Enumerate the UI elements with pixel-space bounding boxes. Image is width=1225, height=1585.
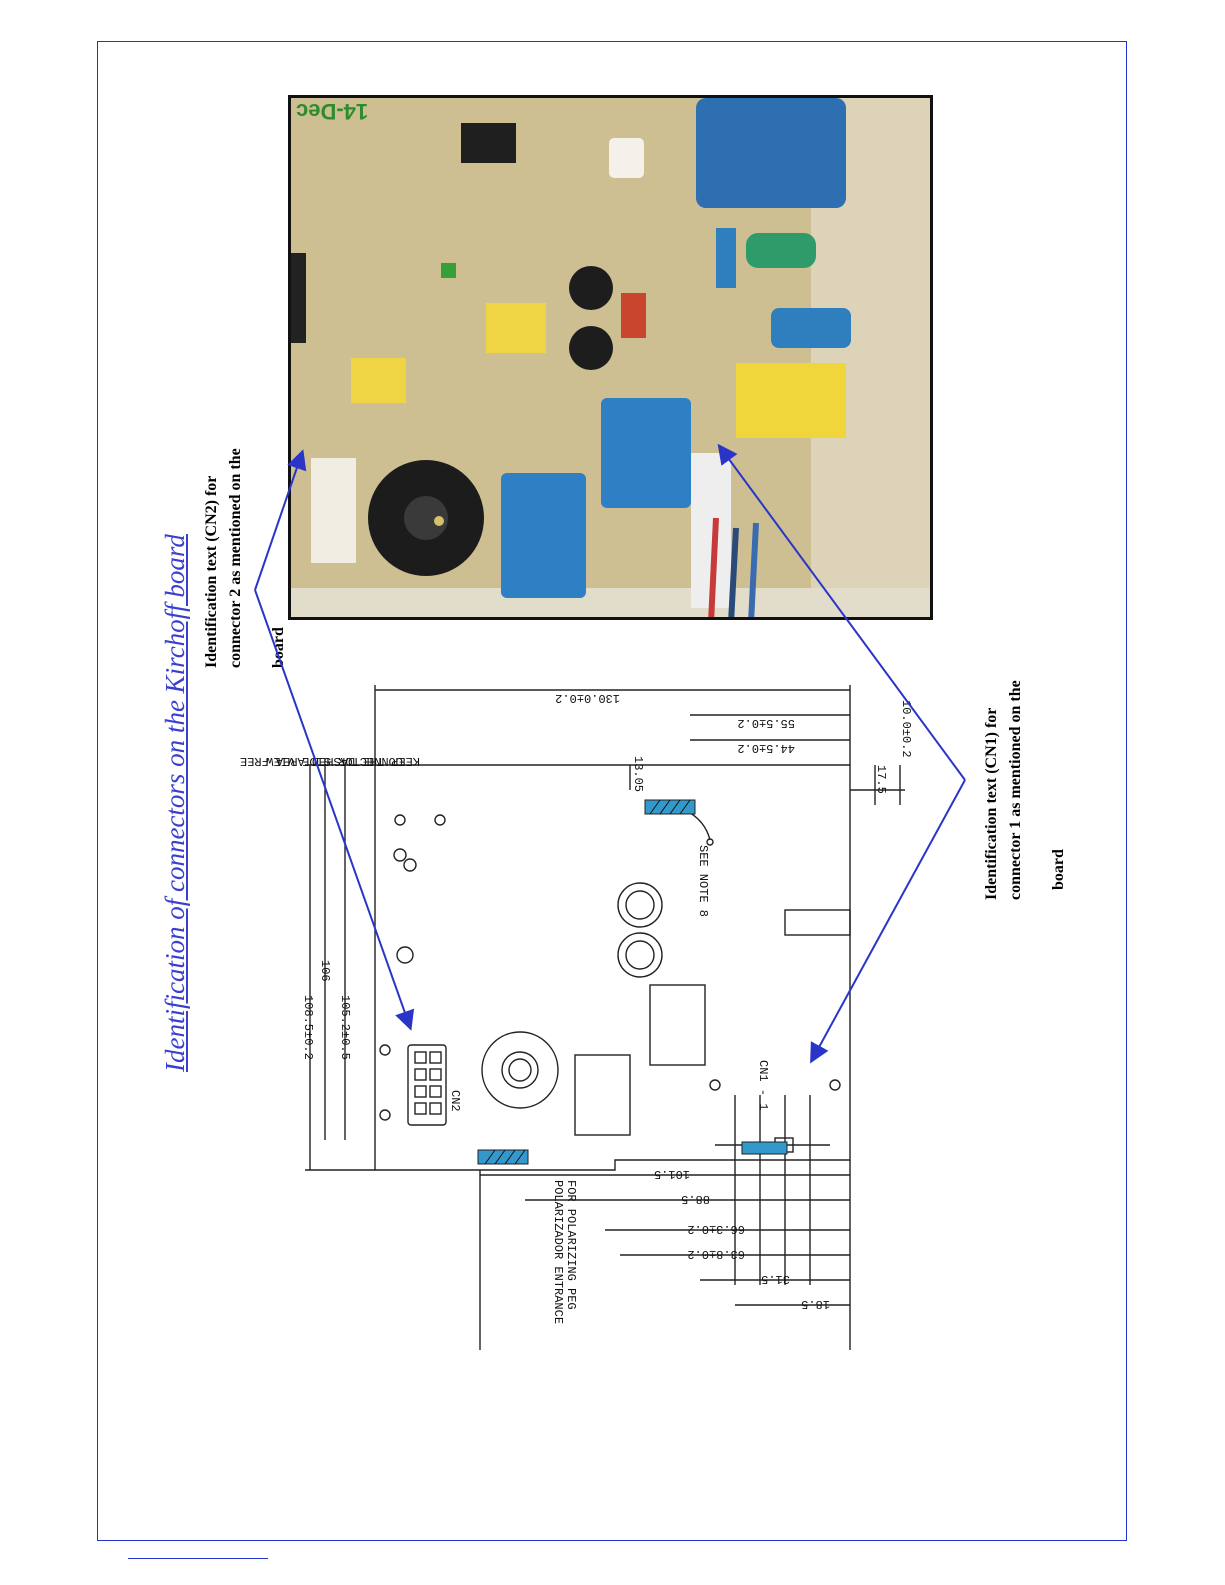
see-note-label: SEE NOTE 8	[696, 845, 710, 917]
dim-top-2: 44.5±0.2	[737, 741, 795, 755]
cn2-arrow-drawing	[254, 589, 415, 1031]
cn2-arrow-photo	[254, 449, 307, 591]
dim-left-0: 108.5±0.2	[301, 995, 315, 1060]
dim-top-0: 130.0±0.2	[555, 691, 620, 705]
cn1-label: CN1 - 1	[756, 1060, 770, 1110]
cn1-arrow-drawing	[810, 779, 966, 1064]
dim-top-1: 55.5±0.2	[737, 716, 795, 730]
board-drawing: CONNECTOR SIDE VIEW KEEP THE DASHED AREA…	[240, 685, 913, 1350]
dim-bottom-1: 31.5	[761, 1272, 790, 1286]
cn2-label: CN2	[448, 1090, 462, 1112]
dim-bottom-0: 18.5	[801, 1297, 830, 1311]
dim-top-5: 10.0±0.2	[899, 700, 913, 758]
board-photo-art	[291, 98, 930, 617]
dim-top-4: 17.5	[874, 765, 888, 794]
drawing-header-line-1: CONNECTOR SIDE VIEW	[265, 754, 403, 768]
polarizer-line-1: POLARIZADOR ENTRANCE	[551, 1180, 565, 1324]
dim-bottom-3: 66.3±0.2	[687, 1222, 745, 1236]
drawing-header-line-2: KEEP THE DASHED AREA FREE	[240, 754, 420, 768]
dim-bottom-2: 63.8±0.2	[687, 1247, 745, 1261]
dim-bottom-4: 88.5	[681, 1192, 710, 1206]
page-frame	[97, 41, 1127, 1541]
dim-top-3: 13.05	[631, 756, 645, 792]
footnote-rule	[128, 1558, 268, 1559]
cn1-arrow-photo	[717, 443, 966, 781]
polarizer-line-2: FOR POLARIZING PEG	[564, 1180, 578, 1310]
board-photo	[288, 95, 933, 620]
dim-left-2: 105.2±0.5	[338, 995, 352, 1060]
dim-bottom-5: 101.5	[654, 1167, 690, 1181]
dim-left-1: 106	[318, 960, 332, 982]
